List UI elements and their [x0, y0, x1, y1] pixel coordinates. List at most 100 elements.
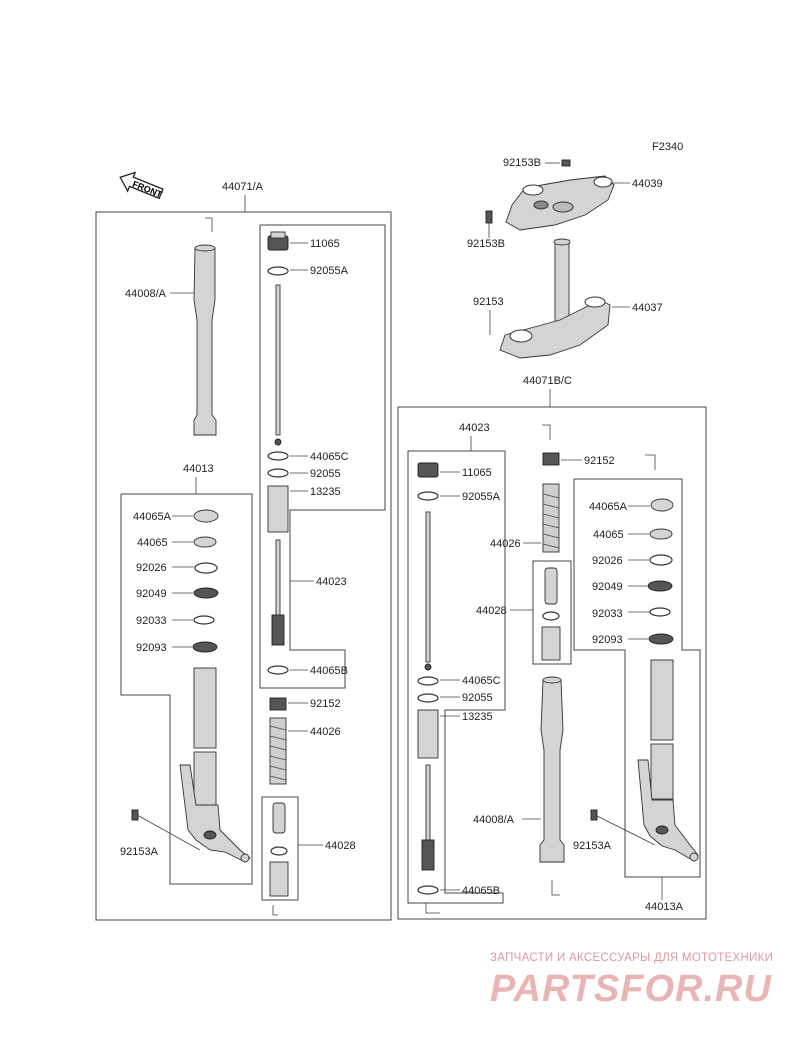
label-44065c-left: 44065C — [310, 451, 349, 463]
label-92153a-right: 92153A — [573, 840, 612, 852]
label-44037: 44037 — [632, 302, 663, 314]
label-92049-left: 92049 — [136, 588, 167, 600]
seal-92093-right — [648, 633, 674, 645]
label-44065b-right: 44065B — [462, 885, 500, 897]
left-44028-frame — [261, 796, 299, 901]
outer-tube-right — [539, 676, 565, 896]
label-44023-left: 44023 — [316, 576, 347, 588]
cap-bolt-right — [417, 462, 439, 478]
label-92033-left: 92033 — [136, 615, 167, 627]
right-44028-frame — [532, 560, 572, 665]
label-92026-left: 92026 — [136, 562, 167, 574]
label-92153-top: 92153 — [473, 296, 504, 308]
label-44028-right: 44028 — [476, 605, 507, 617]
label-44013a: 44013A — [645, 901, 684, 913]
label-92153b-b: 92153B — [467, 238, 505, 250]
cylinder-13235-right — [417, 709, 439, 759]
inner-tube-left — [179, 667, 251, 863]
spacer-44028-right — [544, 567, 558, 605]
label-44008a-right: 44008/A — [473, 814, 515, 826]
front-arrow-icon: FRONT — [119, 171, 164, 200]
collar-44028-right — [541, 626, 561, 661]
seal-92049-right — [647, 580, 673, 592]
label-92153a-left: 92153A — [120, 846, 159, 858]
damper-piston-right — [421, 839, 435, 871]
cylinder-13235-left — [267, 485, 289, 533]
collar-44028-left — [269, 861, 289, 897]
left-damper-frame — [259, 224, 386, 689]
spring-44026-left — [269, 717, 287, 785]
washer-92026-left — [194, 562, 218, 574]
bush-44065-left — [193, 536, 217, 548]
lower-clamp-44037 — [499, 238, 611, 359]
label-44065c-right: 44065C — [462, 675, 501, 687]
left-assembly-frame — [95, 211, 392, 921]
label-44013-left: 44013 — [183, 463, 214, 475]
cap-bolt-left — [267, 231, 289, 251]
spring-44026-right — [542, 483, 560, 553]
oring-92055a-right — [417, 491, 439, 501]
upper-clamp-44039 — [505, 175, 615, 231]
label-92055-right: 92055 — [462, 692, 493, 704]
right-assembly-frame — [397, 406, 707, 920]
label-44071bc: 44071B/C — [523, 375, 572, 387]
label-44065b-left: 44065B — [310, 665, 348, 677]
damper-rod-left — [275, 284, 281, 436]
label-44065a-left: 44065A — [133, 511, 172, 523]
damper-piston-left — [271, 614, 285, 646]
label-92152-left: 92152 — [310, 698, 341, 710]
bolt-92153a-right — [590, 809, 598, 821]
label-92153b-a: 92153B — [503, 157, 541, 169]
label-44065-right: 44065 — [593, 529, 624, 541]
bush-44065-right — [649, 528, 673, 540]
ring-44065c-left — [267, 451, 289, 461]
seal-92093-left — [192, 641, 218, 653]
label-92093-right: 92093 — [592, 634, 623, 646]
watermark-logo: PARTSFOR.RU — [490, 968, 772, 1010]
outer-tube-left — [193, 217, 217, 436]
ring-92055-right — [417, 693, 439, 703]
oring-92055a-left — [267, 266, 289, 276]
washer-92026-right — [649, 554, 673, 566]
label-92026-right: 92026 — [592, 555, 623, 567]
label-92055a-right: 92055A — [462, 491, 501, 503]
bolt-92153b-side — [485, 210, 493, 224]
label-13235-left: 13235 — [310, 486, 341, 498]
label-92033-right: 92033 — [592, 608, 623, 620]
label-92093-left: 92093 — [136, 642, 167, 654]
label-44008a-left: 44008/A — [125, 288, 167, 300]
nut-92152-right — [542, 452, 560, 466]
label-92055-left: 92055 — [310, 468, 341, 480]
inner-tube-right — [637, 659, 699, 862]
nut-92152-left — [269, 697, 287, 711]
ring-92055-left — [267, 468, 289, 478]
clip-92033-left — [193, 615, 215, 625]
front-label: FRONT — [131, 179, 164, 200]
label-13235-right: 13235 — [462, 711, 493, 723]
label-11065-left: 11065 — [310, 238, 340, 250]
label-44065-left: 44065 — [137, 537, 168, 549]
bush-44065a-left — [193, 509, 219, 523]
figure-code: F2340 — [652, 141, 683, 153]
ring-44065b-left — [267, 665, 289, 675]
clip-92033-right — [649, 607, 671, 617]
bush-44065a-right — [650, 498, 674, 512]
spacer-44028-left — [272, 802, 286, 834]
label-44071-a: 44071/A — [222, 181, 264, 193]
bolt-92153a-left — [131, 809, 139, 821]
watermark-tagline: ЗАПЧАСТИ И АКСЕССУАРЫ ДЛЯ МОТОТЕХНИКИ — [490, 952, 774, 964]
ring-44065b-right — [417, 885, 439, 895]
right-damper-frame — [407, 450, 506, 904]
label-44026-left: 44026 — [310, 726, 341, 738]
label-92152-right: 92152 — [584, 455, 615, 467]
label-44039: 44039 — [632, 178, 663, 190]
label-44026-right: 44026 — [490, 538, 521, 550]
damper-rod-right — [425, 511, 431, 663]
label-11065-right: 11065 — [462, 467, 492, 479]
seal-92049-left — [193, 587, 219, 599]
ring-44065c-right — [417, 676, 439, 686]
bolt-92153b-top — [561, 159, 571, 167]
left-lower-frame — [120, 493, 253, 885]
label-44028-left: 44028 — [325, 840, 356, 852]
